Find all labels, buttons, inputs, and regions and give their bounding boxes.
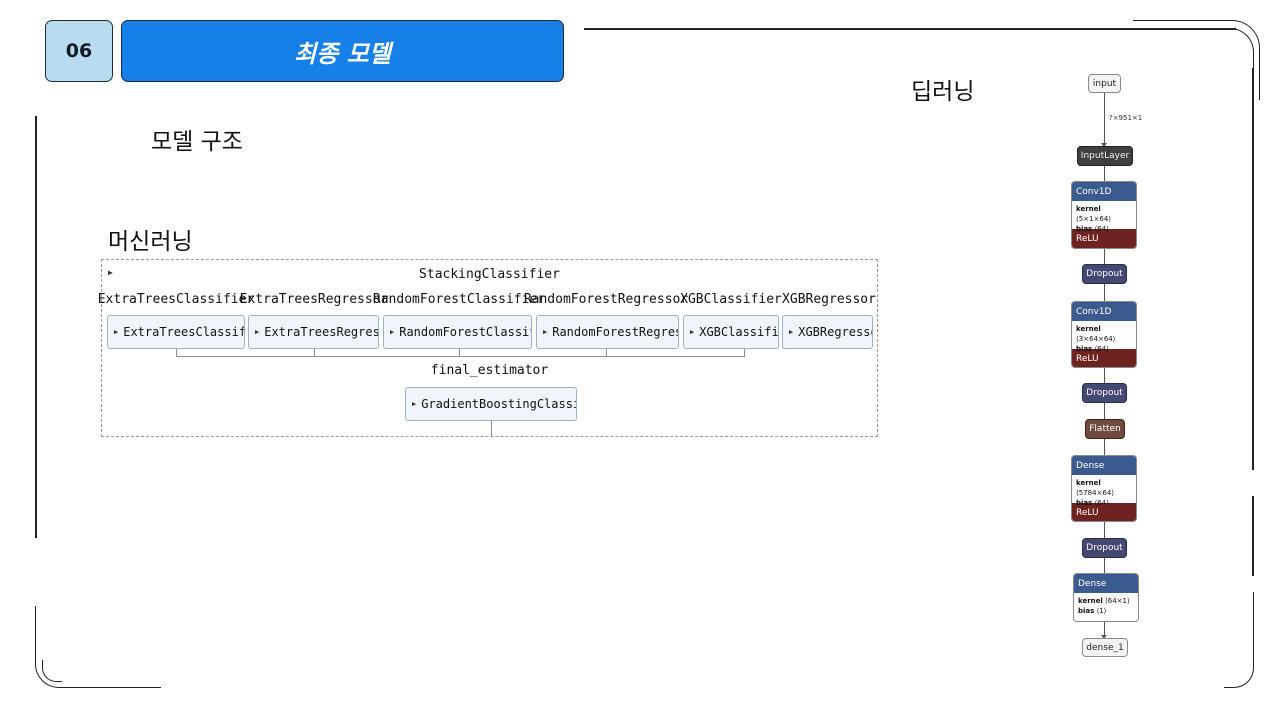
expand-triangle-icon: ▶ <box>690 328 695 336</box>
activation-label: ReLU <box>1072 349 1136 367</box>
dropout-node-1: Dropout <box>1082 264 1127 284</box>
bias-label: bias <box>1076 345 1093 353</box>
bias-shape: ⟨64⟩ <box>1094 345 1109 353</box>
frame-bottom-right-corner <box>1224 592 1254 688</box>
expand-triangle-icon: ▶ <box>412 400 417 408</box>
bias-shape: ⟨1⟩ <box>1096 607 1107 615</box>
frame-right-line-upper <box>1252 68 1254 470</box>
bias-shape: ⟨64⟩ <box>1094 225 1109 233</box>
kernel-shape: ⟨64×1⟩ <box>1105 597 1130 605</box>
stacking-classifier-diagram: ▶ StackingClassifier ExtraTreesClassifie… <box>97 259 878 437</box>
estimator-box-label: XGBClassifier <box>699 325 779 339</box>
connector-line <box>176 349 177 356</box>
edge-line <box>1104 93 1105 146</box>
frame-bottom-left-inner <box>42 660 62 682</box>
estimator-box-label: XGBRegressor <box>798 325 872 339</box>
layer-name: Conv1D <box>1072 182 1136 201</box>
estimator-box-extratreesclassifier[interactable]: ▶ ExtraTreesClassifier <box>107 315 245 349</box>
estimator-box-xgbregressor[interactable]: ▶ XGBRegressor <box>782 315 873 349</box>
expand-triangle-icon: ▶ <box>789 328 794 336</box>
kernel-label: kernel <box>1078 597 1103 605</box>
input-layer-node: InputLayer <box>1077 146 1133 166</box>
frame-right-line-lower <box>1252 496 1254 576</box>
kernel-label: kernel <box>1076 205 1101 213</box>
conv1d-layer-1: Conv1D kernel ⟨5×1×64⟩ bias ⟨64⟩ ReLU <box>1071 181 1137 249</box>
estimator-box-label: ExtraTreesClassifier <box>123 325 245 339</box>
connector-line <box>459 349 460 356</box>
layer-name: Conv1D <box>1072 302 1136 321</box>
frame-top-line <box>584 28 1236 30</box>
edge-line <box>1104 622 1105 638</box>
final-estimator-box-label: GradientBoostingClassifier <box>421 397 576 411</box>
expand-triangle-icon: ▶ <box>543 328 548 336</box>
edge-arrow-icon <box>1101 635 1107 639</box>
edge-line <box>1104 439 1105 455</box>
dropout-node-3: Dropout <box>1082 538 1127 558</box>
layer-name: Dense <box>1072 456 1136 475</box>
output-node: dense_1 <box>1082 638 1128 657</box>
estimator-label: RandomForestClassifier <box>372 292 546 307</box>
dense-layer-1: Dense kernel ⟨5784×64⟩ bias ⟨64⟩ ReLU <box>1071 455 1137 522</box>
layer-name: Dense <box>1074 574 1138 593</box>
conv1d-layer-2: Conv1D kernel ⟨3×64×64⟩ bias ⟨64⟩ ReLU <box>1071 301 1137 368</box>
estimator-box-extratreesregressor[interactable]: ▶ ExtraTreesRegressor <box>248 315 379 349</box>
expand-triangle-icon: ▶ <box>114 328 119 336</box>
deep-learning-heading: 딥러닝 <box>911 79 975 105</box>
estimator-box-label: RandomForestRegressor <box>552 325 678 339</box>
edge-line <box>1104 558 1105 573</box>
section-title-banner: 최종 모델 <box>121 20 564 82</box>
kernel-shape: ⟨3×64×64⟩ <box>1076 335 1116 343</box>
estimator-label: XGBClassifier <box>680 292 782 307</box>
edge-line <box>1104 166 1105 181</box>
connector-line <box>314 349 315 356</box>
edge-arrow-icon <box>1101 143 1107 147</box>
bias-shape: ⟨64⟩ <box>1094 499 1109 507</box>
model-structure-heading: 모델 구조 <box>151 129 243 155</box>
kernel-shape: ⟨5×1×64⟩ <box>1076 215 1112 223</box>
input-node: input <box>1088 74 1121 93</box>
estimator-label: ExtraTreesRegressor <box>239 292 389 307</box>
connector-line <box>176 356 745 357</box>
frame-top-right-corner <box>1190 28 1254 68</box>
edge-line <box>1104 284 1105 301</box>
expand-triangle-icon: ▶ <box>390 328 395 336</box>
section-number-badge: 06 <box>45 20 113 82</box>
frame-left-line-upper <box>35 116 37 538</box>
final-estimator-box[interactable]: ▶ GradientBoostingClassifier <box>405 387 577 421</box>
connector-line <box>491 421 492 437</box>
edge-line <box>1104 368 1105 383</box>
estimator-label: ExtraTreesClassifier <box>97 292 255 307</box>
connector-line <box>606 349 607 356</box>
estimator-label: RandomForestRegressor <box>523 292 689 307</box>
flatten-node: Flatten <box>1085 419 1125 439</box>
kernel-label: kernel <box>1076 479 1101 487</box>
bias-label: bias <box>1076 499 1093 507</box>
dense-layer-2: Dense kernel ⟨64×1⟩ bias ⟨1⟩ <box>1073 573 1139 622</box>
estimator-label: XGBRegressor <box>782 292 876 307</box>
kernel-shape: ⟨5784×64⟩ <box>1076 489 1115 497</box>
edge-line <box>1104 522 1105 538</box>
input-shape-label: ?×951×1 <box>1109 114 1143 122</box>
connector-line <box>744 349 745 356</box>
frame-bottom-left-corner <box>35 606 161 688</box>
edge-line <box>1104 249 1105 264</box>
activation-label: ReLU <box>1072 503 1136 521</box>
kernel-label: kernel <box>1076 325 1101 333</box>
estimator-box-label: ExtraTreesRegressor <box>264 325 379 339</box>
estimator-box-randomforestregressor[interactable]: ▶ RandomForestRegressor <box>536 315 679 349</box>
final-estimator-label: final_estimator <box>430 363 549 378</box>
estimator-box-xgbclassifier[interactable]: ▶ XGBClassifier <box>683 315 779 349</box>
machine-learning-heading: 머신러닝 <box>108 229 193 255</box>
bias-label: bias <box>1076 225 1093 233</box>
dropout-node-2: Dropout <box>1082 383 1127 403</box>
frame-top-right-inner <box>1133 20 1260 100</box>
expand-triangle-icon: ▶ <box>255 328 260 336</box>
stacking-classifier-title: StackingClassifier <box>419 267 560 282</box>
bias-label: bias <box>1078 607 1095 615</box>
activation-label: ReLU <box>1072 229 1136 248</box>
estimator-box-randomforestclassifier[interactable]: ▶ RandomForestClassifier <box>383 315 532 349</box>
edge-line <box>1104 403 1105 419</box>
expand-triangle-icon[interactable]: ▶ <box>108 268 113 277</box>
estimator-box-label: RandomForestClassifier <box>399 325 531 339</box>
